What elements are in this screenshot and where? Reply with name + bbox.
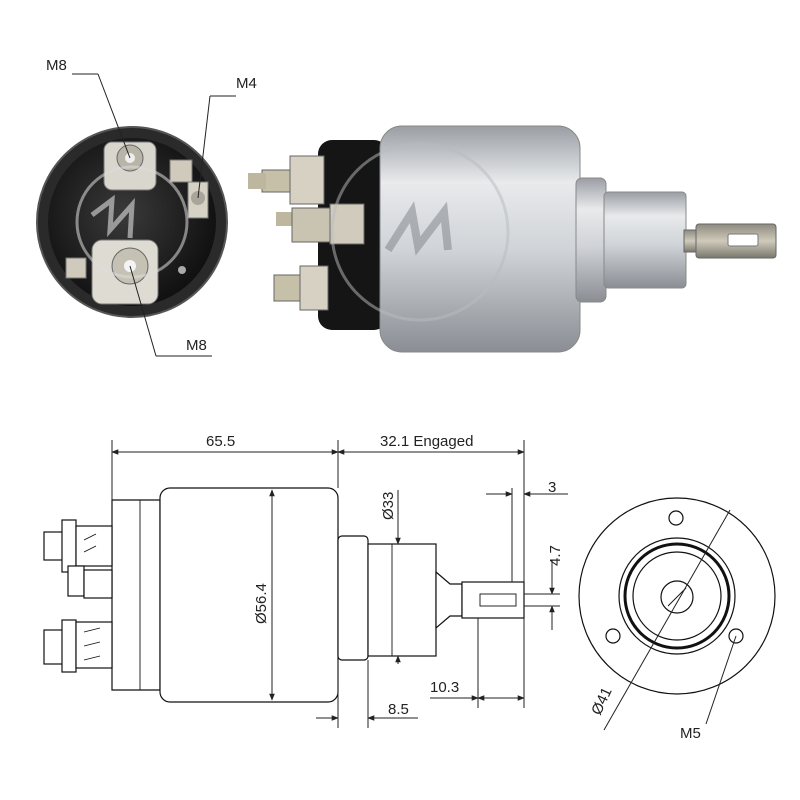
zm-logo-watermark (75, 165, 189, 279)
label-m4: M4 (236, 75, 257, 92)
dim-body-diameter: Ø56.4 (253, 583, 270, 624)
photo-callouts: M8 M4 M8 (46, 57, 257, 357)
dim-collar-length: 8.5 (388, 701, 409, 718)
dim-bolt-circle: Ø41 (588, 685, 615, 718)
label-m5: M5 (680, 725, 701, 742)
front-view-drawing: Ø41 M5 (578, 497, 776, 742)
dim-tab-length: 10.3 (430, 679, 459, 696)
side-elevation-drawing: 65.5 32.1 Engaged Ø56.4 Ø33 3 4.7 10.3 (43, 433, 568, 728)
side-view-photo (248, 125, 777, 353)
terminal-small-stud (169, 159, 209, 219)
label-m8-bottom: M8 (186, 337, 207, 354)
dim-body-length: 65.5 (206, 433, 235, 450)
dim-plunger-diameter: Ø33 (380, 492, 397, 520)
label-m8-top: M8 (46, 57, 67, 74)
end-view-photo (36, 126, 228, 318)
dim-engaged-length: 32.1 Engaged (380, 433, 473, 450)
dim-tab-width: 4.7 (547, 545, 564, 566)
zm-logo-watermark-side (330, 142, 510, 322)
dim-tab-offset: 3 (548, 479, 556, 496)
